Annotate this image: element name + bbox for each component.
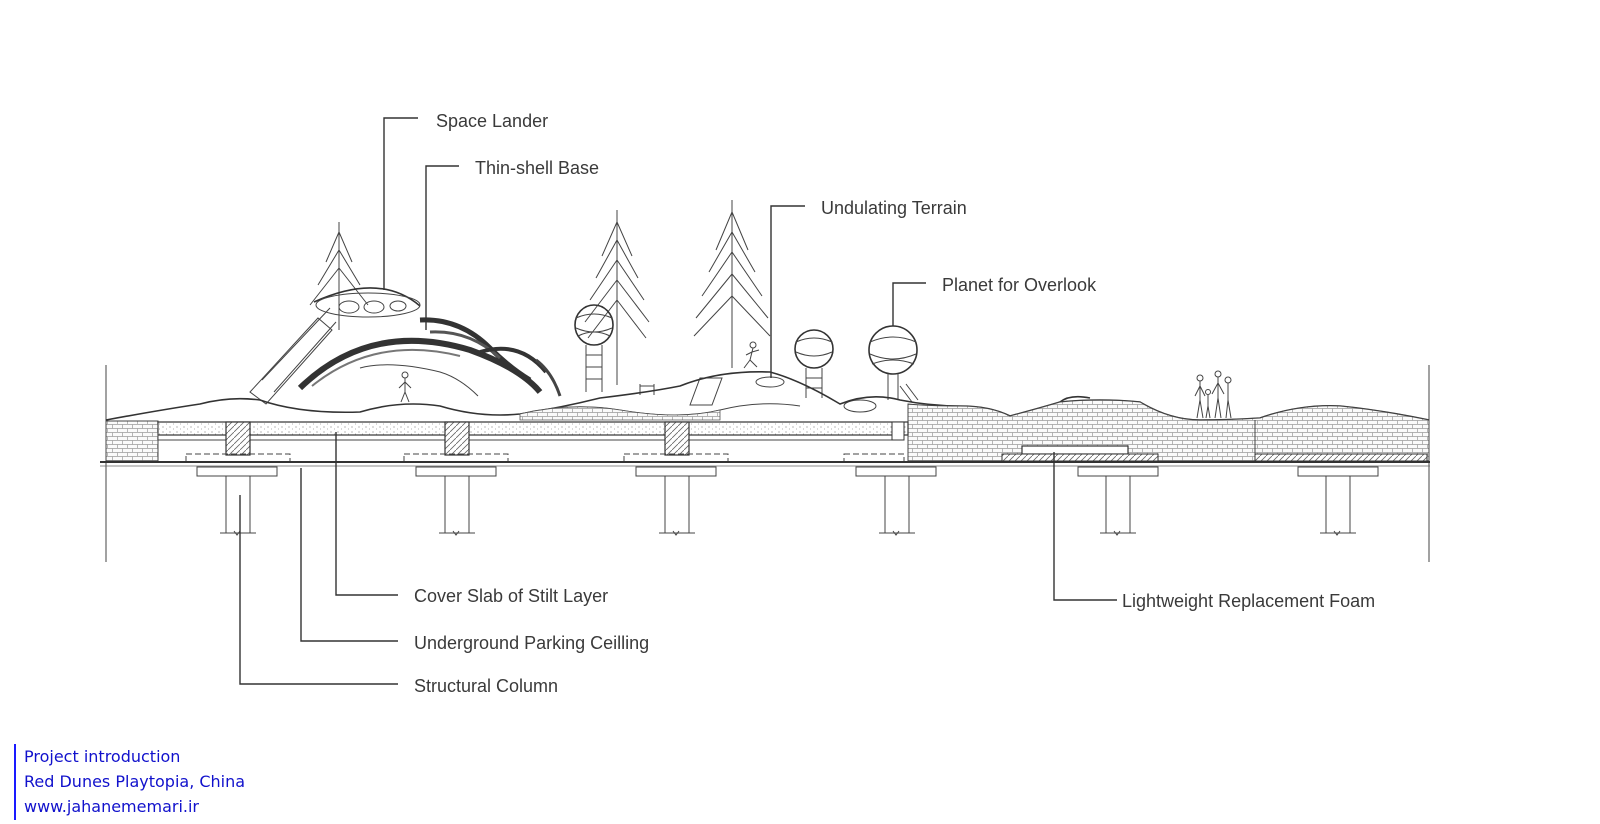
label-undulating-terrain: Undulating Terrain: [821, 198, 967, 218]
cover-slab: [157, 421, 909, 436]
credit-project-name: Red Dunes Playtopia, China: [24, 772, 246, 791]
planet-sphere-2: [794, 329, 834, 398]
tree-center-left: [584, 210, 650, 385]
credits-block: Project introduction Red Dunes Playtopia…: [14, 744, 434, 820]
tree-left: [309, 222, 369, 330]
left-soil-layer: [105, 420, 159, 462]
label-structural-column: Structural Column: [414, 676, 558, 696]
label-parking-ceiling: Underground Parking Ceilling: [414, 633, 649, 653]
credit-website[interactable]: www.jahanememari.ir: [24, 797, 200, 816]
tree-center: [693, 200, 771, 368]
planet-sphere-1: [574, 304, 614, 392]
column-caps: [225, 421, 690, 456]
person-figure: [398, 371, 412, 403]
person-running: [743, 341, 760, 369]
label-thin-shell-base: Thin-shell Base: [475, 158, 599, 178]
structural-columns: [196, 466, 1379, 536]
credit-project-introduction: Project introduction: [24, 747, 181, 766]
label-planet-for-overlook: Planet for Overlook: [942, 275, 1097, 295]
space-lander: [249, 287, 543, 405]
leader-lines: [239, 117, 1117, 685]
foam-fill-right: [907, 399, 1430, 462]
replacement-foam-block: [1021, 445, 1129, 455]
label-cover-slab: Cover Slab of Stilt Layer: [414, 586, 608, 606]
thin-shell-base: [419, 317, 562, 397]
label-replacement-foam: Lightweight Replacement Foam: [1122, 591, 1375, 611]
family-figures: [1194, 370, 1232, 419]
label-space-lander: Space Lander: [436, 111, 548, 131]
